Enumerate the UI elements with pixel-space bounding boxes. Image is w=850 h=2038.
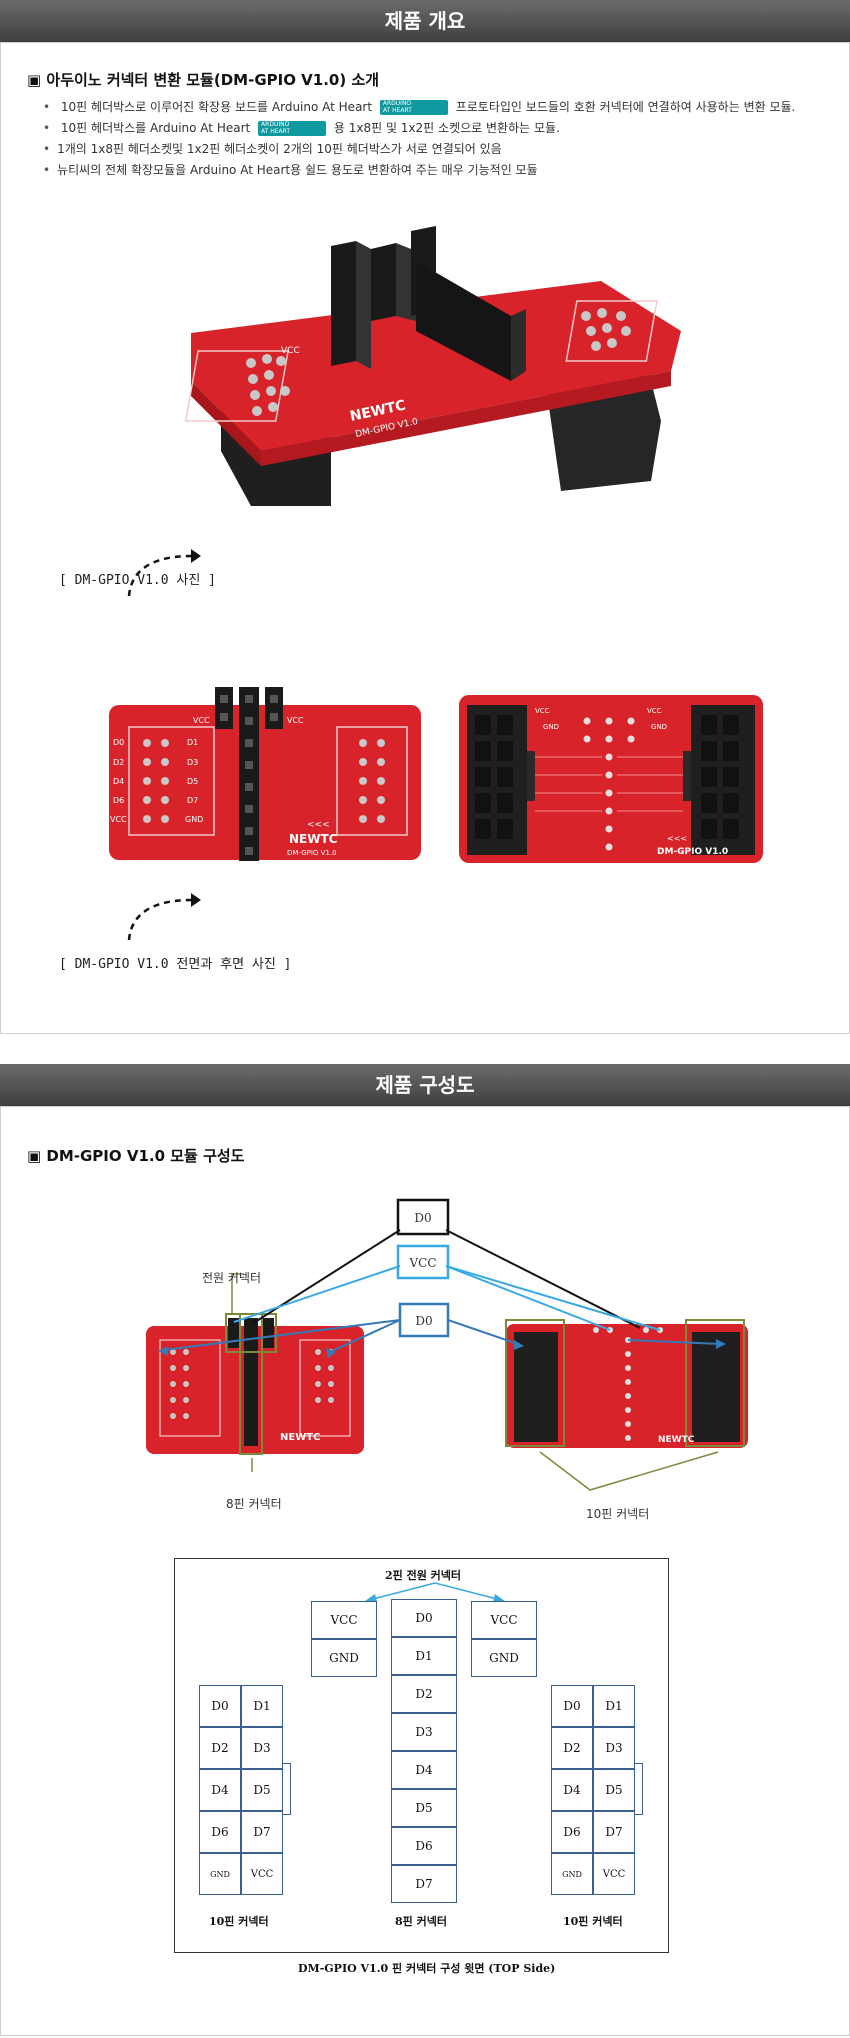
pin10-left-d0: D0 — [199, 1685, 241, 1727]
composition-title: ▣ DM-GPIO V1.0 모듈 구성도 — [27, 1147, 245, 1165]
pin10-left-d2: D2 — [199, 1727, 241, 1769]
overview-panel: ▣ 아두이노 커넥터 변환 모듈(DM-GPIO V1.0) 소개 10핀 헤더… — [0, 42, 850, 1034]
label-10pin-right: 10핀 커넥터 — [563, 1915, 623, 1928]
bullet-3-text: 1개의 1x8핀 헤더소켓및 1x2핀 헤더소켓이 2개의 10핀 헤더박스가 … — [57, 142, 502, 156]
label-8pin: 8핀 커넥터 — [395, 1915, 447, 1928]
silk-vcc: VCC — [281, 346, 300, 356]
pin10-right-d6: D6 — [551, 1811, 593, 1853]
back-silk-vcc: VCC — [535, 707, 550, 715]
power-connector-title: 2핀 전원 커넥터 — [385, 1569, 462, 1582]
label-10pin-left: 10핀 커넥터 — [209, 1915, 269, 1928]
pin10-right-d5: D5 — [593, 1769, 635, 1811]
pin-layout-diagram: 2핀 전원 커넥터 VCC GND VCC GND D0 D1 D2 D3 D4… — [174, 1558, 669, 1953]
bullet-2-text-b: 용 1x8핀 및 1x2핀 소켓으로 변환하는 모듈. — [333, 121, 560, 135]
front-silk-d5: D5 — [187, 777, 198, 786]
board-back-photo: VCC GND VCC GND <<< DM-GPIO V1.0 — [459, 695, 763, 863]
comp-silk-brand-2: NEWTC — [658, 1435, 695, 1445]
pin8-d6: D6 — [391, 1827, 457, 1865]
back-silk-gnd2: GND — [651, 723, 667, 731]
pin8-d2: D2 — [391, 1675, 457, 1713]
overview-bullets: 10핀 헤더박스로 이루어진 확장용 보드를 Arduino At Heart … — [43, 97, 795, 181]
overview-banner: 제품 개요 — [0, 0, 850, 42]
back-silk-chevrons: <<< — [667, 834, 687, 843]
label-d0-top: D0 — [414, 1211, 431, 1225]
label-vcc: VCC — [408, 1256, 436, 1270]
front-silk-d7: D7 — [187, 796, 198, 805]
pin10-right-d4: D4 — [551, 1769, 593, 1811]
pin10-left-gnd: GND — [199, 1853, 241, 1895]
front-silk-brand: NEWTC — [289, 832, 338, 846]
pin10-right-d0: D0 — [551, 1685, 593, 1727]
pin10-right-key — [635, 1763, 643, 1815]
pin10-right-gnd: GND — [551, 1853, 593, 1895]
bullet-4-text: 뉴티씨의 전체 확장모듈을 Arduino At Heart용 쉴드 용도로 변… — [57, 163, 538, 177]
front-silk-gnd: GND — [185, 815, 203, 824]
caption-3d-photo: [ DM-GPIO V1.0 사진 ] — [59, 573, 216, 588]
composition-photo-diagram: NEWTC NEWTC D0 VCC D0 — [146, 1198, 748, 1521]
pin10-right-d1: D1 — [593, 1685, 635, 1727]
bullet-1-text-a: 10핀 헤더박스로 이루어진 확장용 보드를 Arduino At Heart — [60, 100, 373, 114]
board-3d-photo: VCC NEWTC DM-GPIO V1.0 — [184, 226, 681, 506]
power-left-vcc: VCC — [311, 1601, 377, 1639]
pin8-d1: D1 — [391, 1637, 457, 1675]
pin10-right-d7: D7 — [593, 1811, 635, 1853]
front-silk-vcc: VCC — [110, 815, 127, 824]
label-10pin-connector: 10핀 커넥터 — [586, 1507, 649, 1521]
bullet-2-text-a: 10핀 헤더박스를 Arduino At Heart — [60, 121, 251, 135]
power-right-vcc: VCC — [471, 1601, 537, 1639]
bullet-4: 뉴티씨의 전체 확장모듈을 Arduino At Heart용 쉴드 용도로 변… — [43, 160, 795, 181]
front-silk-d6: D6 — [113, 796, 124, 805]
power-right-gnd: GND — [471, 1639, 537, 1677]
pin8-d5: D5 — [391, 1789, 457, 1827]
pin10-left-d3: D3 — [241, 1727, 283, 1769]
pin10-left-d5: D5 — [241, 1769, 283, 1811]
pin8-d7: D7 — [391, 1865, 457, 1903]
label-power-connector: 전원 커넥터 — [202, 1271, 261, 1285]
composition-banner: 제품 구성도 — [0, 1064, 850, 1106]
pin8-d4: D4 — [391, 1751, 457, 1789]
front-silk-model: DM-GPIO V1.0 — [287, 849, 337, 857]
front-silk-d1: D1 — [187, 738, 198, 747]
caption-arrow-2 — [127, 893, 201, 941]
pin10-left-key — [283, 1763, 291, 1815]
power-connector-arrows — [365, 1582, 505, 1602]
pin10-left-d7: D7 — [241, 1811, 283, 1853]
label-d0-mid: D0 — [415, 1314, 432, 1328]
front-silk-d3: D3 — [187, 758, 198, 767]
bullet-3: 1개의 1x8핀 헤더소켓및 1x2핀 헤더소켓이 2개의 10핀 헤더박스가 … — [43, 139, 795, 160]
diagram-caption: DM-GPIO V1.0 핀 커넥터 구성 윗면 (TOP Side) — [298, 1962, 556, 1975]
back-silk-model: DM-GPIO V1.0 — [657, 847, 728, 857]
pin10-left-d6: D6 — [199, 1811, 241, 1853]
front-silk-vcc2: VCC — [287, 716, 304, 725]
overview-title: ▣ 아두이노 커넥터 변환 모듈(DM-GPIO V1.0) 소개 — [27, 71, 380, 89]
pin8-d0: D0 — [391, 1599, 457, 1637]
pin10-left-vcc: VCC — [241, 1853, 283, 1895]
bullet-1-text-b: 프로토타입인 보드들의 호환 커넥터에 연결하여 사용하는 변환 모듈. — [455, 100, 796, 114]
front-silk-vcc3: VCC — [193, 716, 210, 725]
pin10-left-d4: D4 — [199, 1769, 241, 1811]
front-silk-chevrons: <<< — [307, 820, 330, 830]
pin10-right-vcc: VCC — [593, 1853, 635, 1895]
bullet-1: 10핀 헤더박스로 이루어진 확장용 보드를 Arduino At Heart … — [43, 97, 795, 118]
front-silk-d2: D2 — [113, 758, 124, 767]
back-silk-vcc2: VCC — [647, 707, 662, 715]
pin10-left-d1: D1 — [241, 1685, 283, 1727]
label-8pin-connector: 8핀 커넥터 — [226, 1497, 282, 1511]
board-front-photo: D0 D2 D4 D6 VCC D1 D3 D5 D7 GND VCC VCC … — [109, 687, 421, 861]
back-silk-gnd: GND — [543, 723, 559, 731]
pin10-right-d3: D3 — [593, 1727, 635, 1769]
power-left-gnd: GND — [311, 1639, 377, 1677]
comp-silk-brand: NEWTC — [280, 1432, 320, 1443]
front-silk-d4: D4 — [113, 777, 124, 786]
caption-front-back-photo: [ DM-GPIO V1.0 전면과 후면 사진 ] — [59, 957, 292, 972]
caption-arrow-1 — [127, 549, 201, 597]
pin8-d3: D3 — [391, 1713, 457, 1751]
pin10-right-d2: D2 — [551, 1727, 593, 1769]
front-silk-d0: D0 — [113, 738, 124, 747]
